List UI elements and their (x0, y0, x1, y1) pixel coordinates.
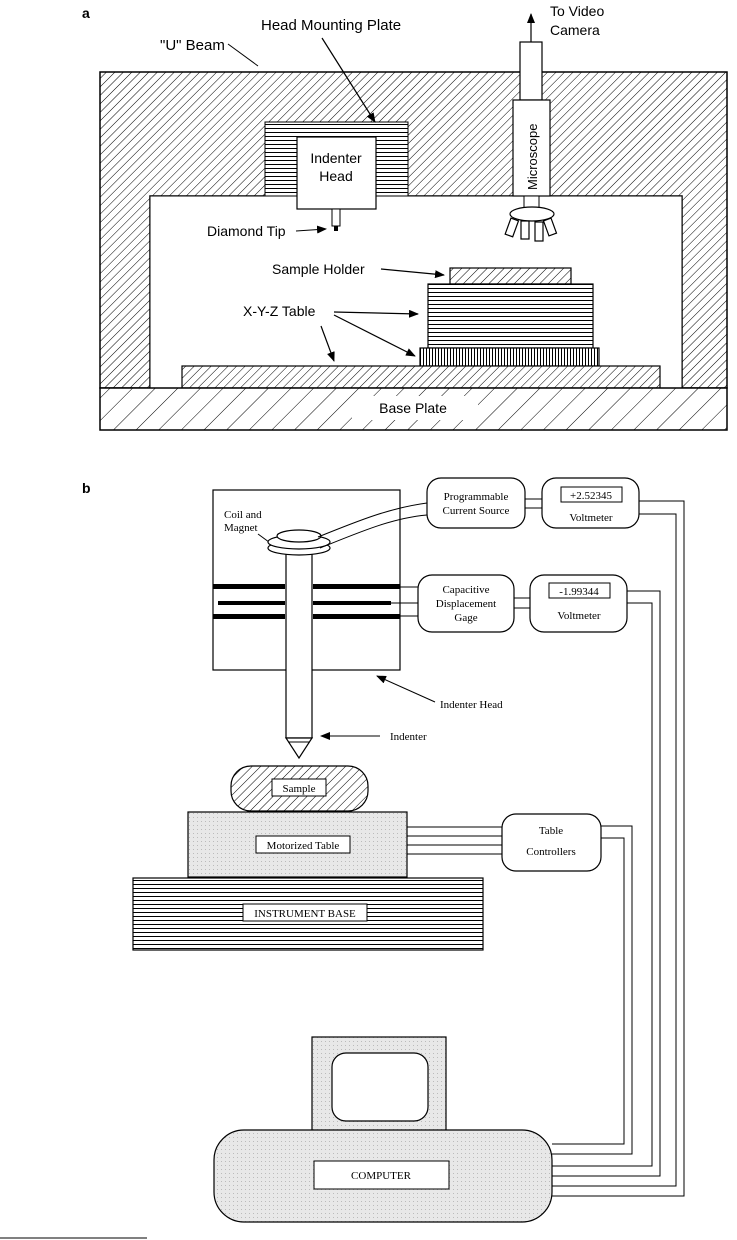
motorized-table-label: Motorized Table (267, 840, 340, 852)
programmable-label: Programmable (444, 491, 509, 503)
xyz-table-label: X-Y-Z Table (243, 303, 316, 319)
diamond-tip (331, 208, 341, 227)
voltmeter-1-display (560, 486, 623, 503)
diamond-tip-label: Diamond Tip (207, 223, 286, 239)
sample-holder-arrow (380, 268, 445, 279)
xyz-arrow-3 (320, 325, 335, 362)
objective-turret (509, 206, 555, 222)
u-beam-label: "U" Beam (160, 37, 225, 54)
xyz-arrow-1 (333, 309, 419, 318)
instrument-base-label: INSTRUMENT BASE (254, 908, 356, 920)
indenter-shaft (285, 551, 313, 739)
capacitor-plate-middle-left (218, 601, 285, 605)
panel-a-letter: a (82, 5, 90, 21)
sample-holder (449, 267, 572, 285)
u-beam-leader (227, 43, 259, 67)
xyz-arrow-2 (333, 314, 416, 357)
displacement-label: Displacement (436, 598, 496, 610)
objective-lens-4 (542, 217, 558, 237)
base-plate-label: Base Plate (379, 400, 447, 416)
coil-and-label: Coil and (224, 509, 262, 521)
head-mounting-plate-label: Head Mounting Plate (261, 17, 401, 34)
motorized-table-label-box (255, 835, 351, 854)
table-label: Table (539, 825, 563, 837)
voltmeter-2-display (548, 582, 611, 599)
indenter-head-box (296, 136, 377, 210)
computer-label-box (313, 1160, 450, 1190)
voltmeter-1-label: Voltmeter (569, 512, 613, 524)
to-video-label: To Video (550, 3, 604, 19)
indenter-head-label-2: Head (319, 168, 352, 184)
xyz-table-lower (419, 347, 600, 367)
capacitor-plate-middle-right (313, 601, 391, 605)
computer-label: COMPUTER (351, 1170, 412, 1182)
capacitor-plate-top-right (313, 584, 400, 589)
camera-label: Camera (550, 22, 600, 38)
indenter-head-label-1: Indenter (310, 150, 362, 166)
controllers-label: Controllers (526, 846, 576, 858)
objective-lens-2 (520, 220, 530, 240)
current-source-box (426, 477, 526, 529)
diamond-tip-point (334, 226, 338, 231)
capacitive-label: Capacitive (442, 584, 489, 596)
sample-label-box (271, 778, 327, 797)
microscope-neck (523, 195, 540, 209)
voltmeter-2-label: Voltmeter (557, 610, 601, 622)
head-mounting-plate-arrow (321, 37, 376, 123)
gage-label: Gage (454, 612, 477, 624)
panel-b: b Coil and Magnet (82, 477, 685, 1223)
table-controllers-box (501, 813, 602, 872)
coil-wire (317, 502, 428, 549)
objective-lens-3 (534, 221, 544, 242)
diamond-tip-arrow (295, 225, 327, 234)
capacitor-plate-top-left (213, 584, 285, 589)
gage-box (417, 574, 515, 633)
microscope-body (512, 99, 551, 197)
voltmeter-1-reading: +2.52345 (570, 490, 612, 502)
xyz-table-upper (427, 283, 594, 349)
microscope-label: Microscope (525, 124, 540, 190)
capacitor-plate-bottom-right (313, 614, 400, 619)
table-slab (181, 365, 661, 389)
indenter-label: Indenter (390, 731, 427, 743)
coil-magnet (267, 529, 331, 556)
voltmeter-2-reading: -1.99344 (559, 586, 599, 598)
base-plate-label-bg (352, 396, 478, 420)
indenter-tip (284, 737, 314, 760)
computer-wires (552, 500, 685, 1197)
indenter-head-arrow (376, 675, 436, 703)
computer-screen (331, 1052, 429, 1122)
capacitor-plate-bottom-left (213, 614, 285, 619)
microscope-tube (519, 41, 543, 101)
table-control-wires (407, 826, 502, 855)
instrument-base-label-box (242, 903, 368, 922)
sample-label: Sample (283, 783, 316, 795)
indenter-head-label: Indenter Head (440, 699, 503, 711)
sample-holder-label: Sample Holder (272, 261, 365, 277)
current-source-label: Current Source (443, 505, 510, 517)
objective-lens-1 (504, 217, 520, 238)
panel-a: a Indenter Head Microscope To Video Came… (82, 3, 728, 431)
magnet-label: Magnet (224, 522, 258, 534)
panel-b-letter: b (82, 480, 91, 496)
